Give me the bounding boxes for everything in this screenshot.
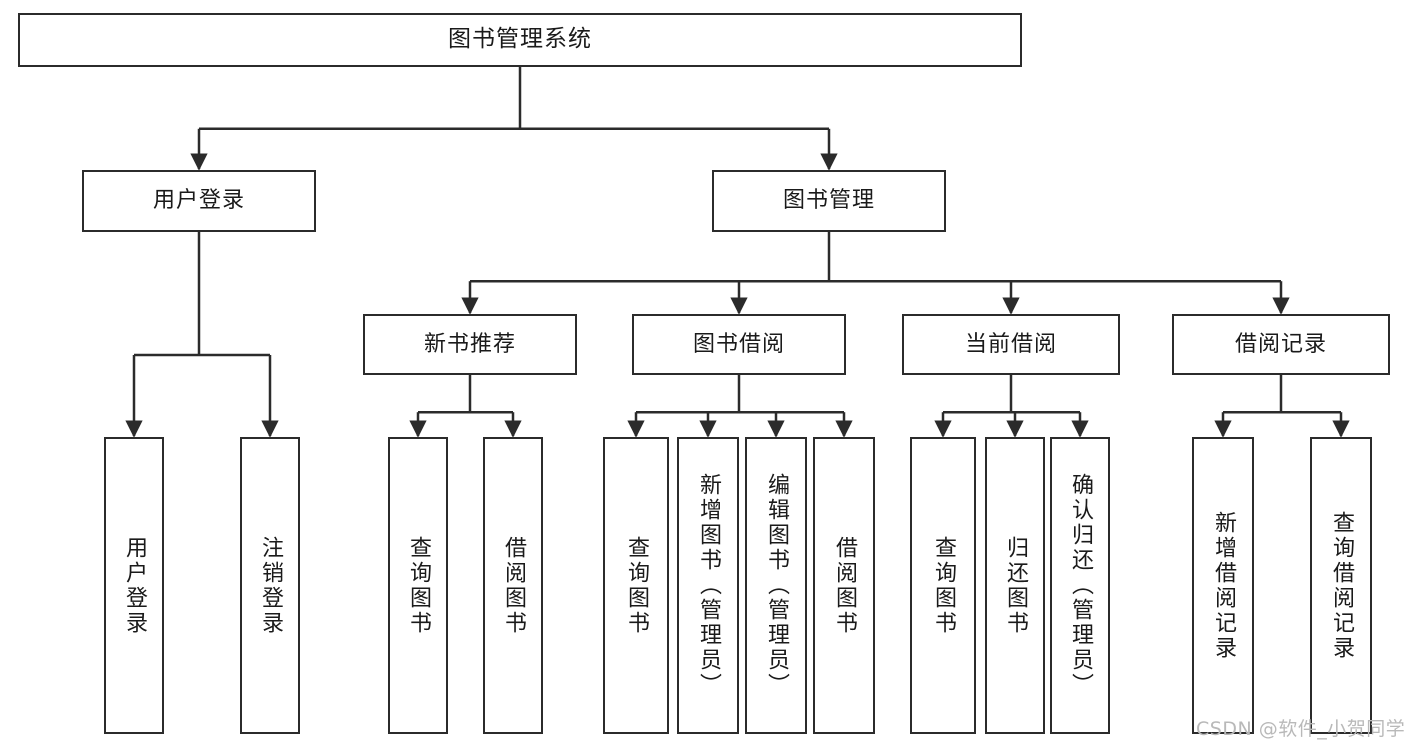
node-new-book-rec[interactable]: 新书推荐 (363, 314, 577, 375)
node-book-manage[interactable]: 图书管理 (712, 170, 946, 232)
node-label: 查询借阅记录 (1328, 510, 1354, 661)
node-current-borrow[interactable]: 当前借阅 (902, 314, 1120, 375)
node-leaf-cb-return[interactable]: 归还图书 (985, 437, 1045, 734)
node-label: 用户登录 (152, 188, 245, 214)
node-label: 确认归还（管理员） (1067, 473, 1093, 698)
node-label: 图书借阅 (692, 331, 785, 357)
node-leaf-br-query[interactable]: 查询借阅记录 (1310, 437, 1372, 734)
node-label: 图书管理系统 (448, 26, 592, 53)
node-leaf-bb-edit[interactable]: 编辑图书（管理员） (745, 437, 807, 734)
node-label: 借阅记录 (1234, 331, 1327, 357)
node-root[interactable]: 图书管理系统 (18, 13, 1022, 67)
node-user-login[interactable]: 用户登录 (82, 170, 316, 232)
node-leaf-nb-query[interactable]: 查询图书 (388, 437, 448, 734)
node-label: 新增借阅记录 (1210, 510, 1236, 661)
node-leaf-br-add[interactable]: 新增借阅记录 (1192, 437, 1254, 734)
node-label: 查询图书 (623, 535, 649, 636)
node-label: 新书推荐 (423, 331, 516, 357)
node-leaf-cb-query[interactable]: 查询图书 (910, 437, 976, 734)
node-label: 借阅图书 (831, 535, 857, 636)
node-leaf-bb-query[interactable]: 查询图书 (603, 437, 669, 734)
node-label: 借阅图书 (500, 535, 526, 636)
node-label: 当前借阅 (964, 331, 1057, 357)
node-leaf-bb-lend[interactable]: 借阅图书 (813, 437, 875, 734)
node-label: 图书管理 (782, 188, 875, 214)
node-label: 归还图书 (1002, 535, 1028, 636)
node-borrow-record[interactable]: 借阅记录 (1172, 314, 1390, 375)
node-leaf-bb-add[interactable]: 新增图书（管理员） (677, 437, 739, 734)
node-label: 编辑图书（管理员） (763, 473, 789, 698)
node-book-borrow[interactable]: 图书借阅 (632, 314, 846, 375)
node-label: 新增图书（管理员） (695, 473, 721, 698)
node-leaf-user-login[interactable]: 用户登录 (104, 437, 164, 734)
node-leaf-logout[interactable]: 注销登录 (240, 437, 300, 734)
node-label: 用户登录 (121, 535, 147, 636)
node-leaf-nb-borrow[interactable]: 借阅图书 (483, 437, 543, 734)
node-label: 查询图书 (930, 535, 956, 636)
csdn-watermark: CSDN @软件_小贺同学 (1196, 718, 1405, 740)
node-label: 查询图书 (405, 535, 431, 636)
node-leaf-cb-confirm[interactable]: 确认归还（管理员） (1050, 437, 1110, 734)
node-label: 注销登录 (257, 535, 283, 636)
